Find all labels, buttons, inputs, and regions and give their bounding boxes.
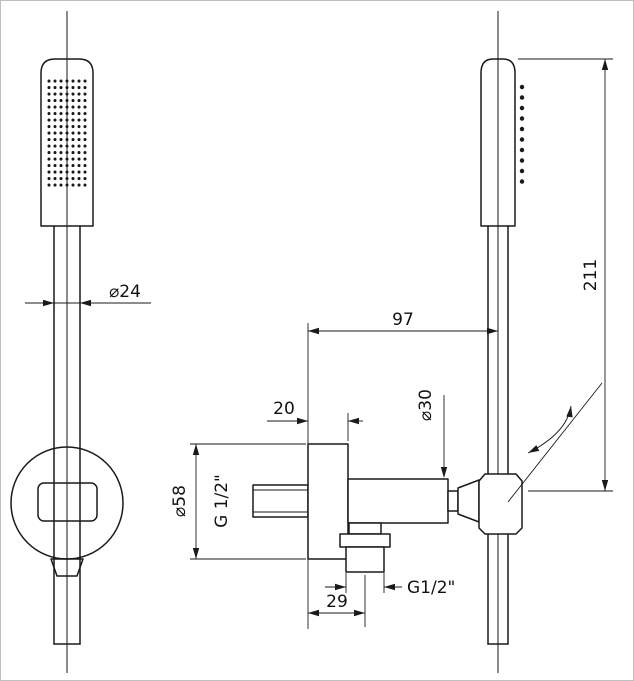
dim-outlet-offset-label: 29 bbox=[326, 592, 348, 612]
dim-flange-thickness-label: 20 bbox=[273, 399, 295, 419]
dim-flange-diameter: ⌀58 bbox=[170, 443, 306, 560]
dim-flange-thickness: 20 bbox=[267, 399, 363, 441]
front-view bbox=[10, 11, 124, 673]
wall-thread-nipple bbox=[252, 484, 309, 518]
swivel-arrowhead-right bbox=[566, 406, 573, 418]
dim-handle-diameter-label: ⌀24 bbox=[109, 282, 141, 302]
handshower-head-side bbox=[480, 58, 516, 227]
swivel-arrowhead-left bbox=[528, 445, 540, 453]
dim-overall-height: 211 bbox=[518, 58, 613, 492]
swivel-indicator bbox=[507, 382, 603, 503]
swivel-axis-line bbox=[507, 382, 603, 503]
dim-outlet-thread: G1/2" bbox=[325, 573, 455, 598]
wall-outlet-elbow bbox=[252, 382, 603, 573]
elbow-body bbox=[347, 478, 449, 524]
holder-ring-side bbox=[478, 473, 523, 535]
swivel-arc bbox=[527, 405, 572, 454]
dimensions: ⌀24 97 20 ⌀30 bbox=[25, 58, 613, 629]
handshower-handle-side bbox=[487, 225, 509, 645]
hose-outlet bbox=[339, 522, 391, 573]
label-wall-thread: G 1/2" bbox=[212, 474, 232, 528]
handshower-handle-front bbox=[53, 225, 81, 645]
dim-holder-diameter-label: ⌀30 bbox=[416, 389, 436, 421]
side-view bbox=[480, 11, 525, 673]
dim-handle-diameter: ⌀24 bbox=[25, 282, 151, 307]
dim-outlet-offset: 29 bbox=[308, 575, 366, 627]
dim-projection-label: 97 bbox=[392, 310, 414, 330]
holder-cone-side bbox=[457, 479, 480, 523]
holder-neck bbox=[447, 490, 459, 512]
dim-overall-height-label: 211 bbox=[581, 259, 601, 291]
dim-flange-diameter-label: ⌀58 bbox=[170, 485, 190, 517]
dim-outlet-thread-label: G1/2" bbox=[407, 578, 455, 598]
dim-holder-diameter: ⌀30 bbox=[416, 389, 448, 478]
dim-projection: 97 bbox=[307, 310, 498, 629]
holder-clamp-front bbox=[37, 482, 98, 522]
spray-face-dots bbox=[47, 79, 87, 191]
handshower-head-front bbox=[40, 58, 94, 227]
holder-cone-front bbox=[50, 558, 84, 577]
